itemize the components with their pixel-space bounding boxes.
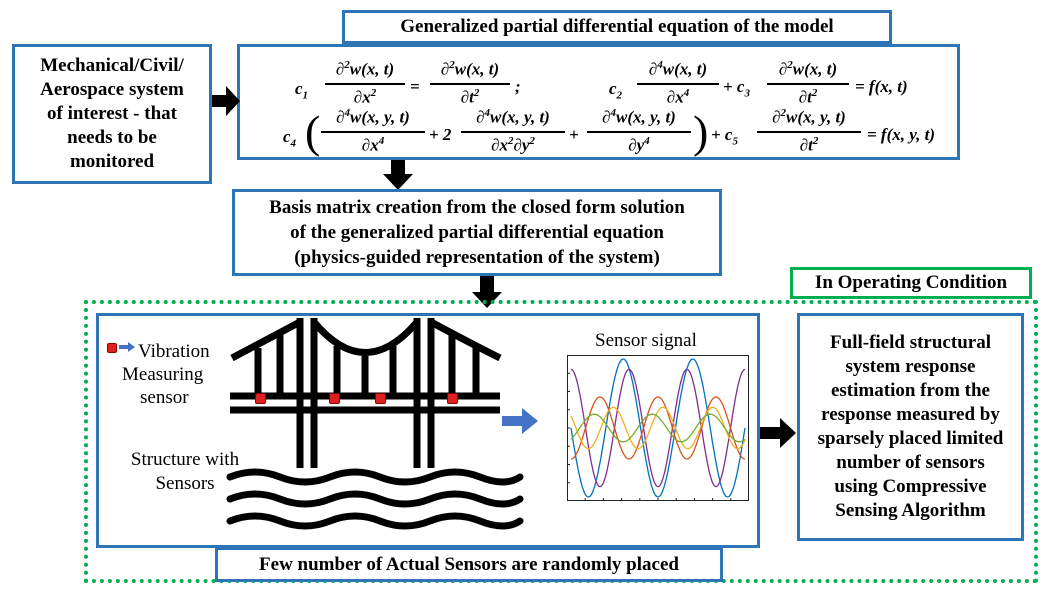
system-line-2: Aerospace system — [40, 79, 184, 100]
legend-line-2: Measuring — [122, 364, 204, 385]
basis-line-3: (physics-guided representation of the sy… — [294, 247, 660, 268]
structure-line-1: Structure with — [130, 449, 240, 470]
output-line-6: number of sensors — [836, 452, 985, 473]
signal-series-5 — [570, 413, 746, 443]
sensor-icon — [447, 393, 458, 404]
output-box: Full-field structural system response es… — [797, 313, 1024, 541]
basis-matrix-box: Basis matrix creation from the closed fo… — [232, 189, 722, 276]
arrow-right-icon — [212, 86, 240, 116]
output-line-3: estimation from the — [830, 380, 990, 401]
legend-line-1: Vibration — [138, 341, 210, 362]
legend-line-3: sensor — [140, 387, 189, 408]
signal-series-3 — [570, 396, 746, 460]
basis-line-1: Basis matrix creation from the closed fo… — [269, 197, 685, 218]
output-line-4: response measured by — [821, 404, 1000, 425]
bottom-label-box: Few number of Actual Sensors are randoml… — [215, 547, 723, 582]
equation-box: c1 ∂2w(x, t) ∂x2 = ∂2w(x, t) ∂t2 ; c2 ∂4… — [237, 44, 960, 160]
pde-title: Generalized partial differential equatio… — [400, 16, 834, 37]
structure-line-2: Sensors — [155, 473, 215, 494]
pde-title-box: Generalized partial differential equatio… — [342, 10, 892, 44]
system-box: Mechanical/Civil/ Aerospace system of in… — [12, 44, 212, 184]
structure-label: Structure with Sensors — [123, 448, 247, 496]
sensor-legend-icon — [107, 343, 117, 353]
blue-arrow-icon — [502, 408, 538, 434]
sensor-icon — [329, 393, 340, 404]
arrow-right-icon — [760, 418, 796, 448]
system-line-4: needs to be — [67, 127, 157, 148]
output-line-1: Full-field structural — [830, 332, 991, 353]
legend-text: Vibration Measuring sensor — [106, 340, 226, 409]
signal-title: Sensor signal — [595, 330, 697, 351]
bridge-icon — [230, 318, 502, 468]
operating-condition-label: In Operating Condition — [790, 267, 1032, 299]
small-arrow-icon — [119, 342, 135, 352]
output-line-2: system response — [845, 356, 976, 377]
arrow-down-icon — [383, 160, 413, 190]
output-line-5: sparsely placed limited — [817, 428, 1004, 449]
bottom-label: Few number of Actual Sensors are randoml… — [259, 553, 679, 575]
output-line-8: Sensing Algorithm — [835, 500, 986, 521]
system-line-3: of interest - that — [47, 103, 177, 124]
sensor-icon — [255, 393, 266, 404]
sensor-icon — [375, 393, 386, 404]
basis-line-2: of the generalized partial differential … — [290, 222, 664, 243]
signal-series-4 — [570, 406, 746, 450]
output-line-7: using Compressive — [834, 476, 987, 497]
signal-series-2 — [570, 368, 746, 488]
system-line-5: monitored — [69, 151, 155, 172]
water-waves-icon — [226, 468, 524, 530]
system-line-1: Mechanical/Civil/ — [40, 55, 184, 76]
sensor-signal-plot — [567, 355, 749, 501]
signal-series-1 — [570, 358, 746, 498]
